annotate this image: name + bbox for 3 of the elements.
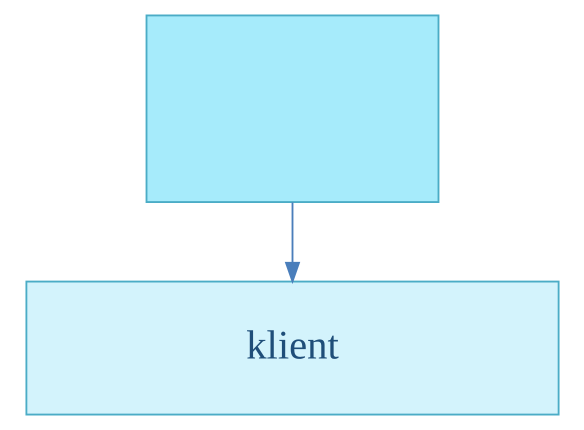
node-box: klient [24,280,560,416]
arrow [284,202,300,284]
node-box [145,14,439,203]
